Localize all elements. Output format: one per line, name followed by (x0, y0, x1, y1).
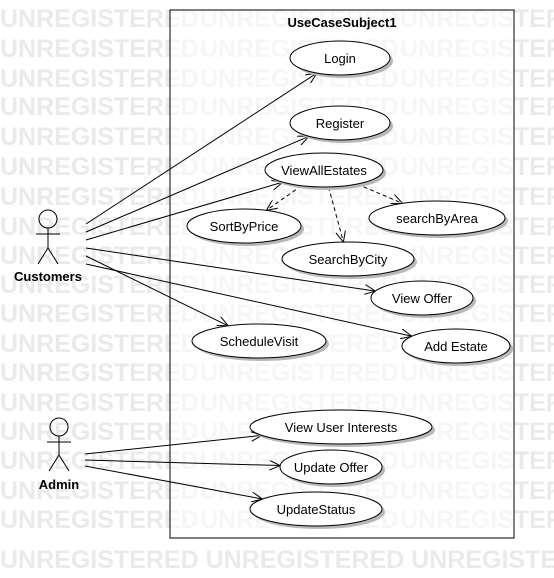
watermark-text: UNREGISTERED (0, 123, 199, 151)
usecase-login[interactable]: Login (289, 40, 393, 78)
usecase-searchbycity[interactable]: SearchByCity (281, 241, 417, 279)
subject-title: UseCaseSubject1 (287, 15, 396, 30)
association-admin-updateoffer (84, 459, 280, 466)
usecase-ellipse (289, 105, 391, 141)
usecase-viewuserinterests[interactable]: View User Interests (249, 409, 435, 447)
actor-customers[interactable]: Customers (14, 209, 82, 284)
watermark-text: UNREGISTERED (0, 65, 199, 93)
watermark-text: UNREGISTERED (0, 477, 199, 505)
watermark-text: UNREGISTERED (0, 35, 199, 63)
watermark-text: UNREGISTERED (0, 330, 199, 358)
watermark-text: UNREGISTERED (0, 5, 199, 33)
association-customers-schedulevisit (85, 255, 228, 326)
usecase-updatestatus[interactable]: UpdateStatus (249, 491, 385, 529)
usecase-sortbyprice[interactable]: SortByPrice (186, 208, 304, 246)
watermark-text: UNREGISTERED (0, 447, 199, 475)
usecase-label: SortByPrice (210, 219, 279, 234)
association-customers-login (85, 73, 317, 225)
watermark-text: UNREGISTERED (0, 153, 199, 181)
usecase-label: searchByArea (396, 211, 478, 226)
watermark-text: UNREGISTERED (0, 359, 199, 387)
usecase-label: SearchByCity (309, 252, 388, 267)
usecase-label: Register (316, 116, 365, 131)
watermark-text: UNREGISTERED UNREGISTERED UNREGISTE (0, 546, 554, 574)
usecase-label: Login (324, 51, 356, 66)
watermark-text: UNREGISTERED (0, 506, 199, 534)
usecase-ellipse (401, 328, 511, 364)
usecase-searchbyarea[interactable]: searchByArea (368, 200, 508, 238)
usecase-ellipse (249, 409, 433, 445)
watermark-text: UNREGISTERED (0, 271, 199, 299)
association-customers-addestate (85, 263, 412, 336)
usecase-label: View User Interests (285, 420, 398, 435)
usecase-ellipse (279, 449, 383, 485)
watermark-text: UNREGISTERED (0, 242, 199, 270)
usecase-ellipse (368, 200, 506, 236)
usecase-viewallestates[interactable]: ViewAllEstates (264, 152, 386, 190)
watermark-text: UNREGISTERED (0, 93, 199, 121)
usecase-updateoffer[interactable]: Update Offer (279, 449, 385, 487)
association-customers-register (85, 136, 309, 233)
usecase-label: ScheduleVisit (220, 334, 299, 349)
usecase-ellipse (264, 152, 384, 188)
usecase-ellipse (281, 241, 415, 277)
watermark-text: UNREGISTERED (0, 213, 199, 241)
usecase-ellipse (289, 40, 391, 76)
watermark-text: UNREGISTERED (0, 183, 199, 211)
dependency-viewallestates-searchbyarea (356, 183, 402, 203)
actor-label: Customers (14, 269, 82, 284)
dependency-viewallestates-sortbyprice (266, 185, 302, 211)
actor-admin[interactable]: Admin (39, 417, 80, 492)
usecase-ellipse (249, 491, 383, 527)
usecase-label: UpdateStatus (277, 502, 356, 517)
usecase-label: ViewAllEstates (281, 163, 367, 178)
usecase-addestate[interactable]: Add Estate (401, 328, 513, 366)
usecase-viewoffer[interactable]: View Offer (370, 280, 476, 318)
association-customers-viewoffer (85, 247, 375, 291)
usecase-ellipse (191, 323, 327, 359)
usecase-label: Add Estate (424, 339, 488, 354)
usecase-ellipse (370, 280, 474, 316)
usecase-label: View Offer (392, 291, 453, 306)
watermark-text: UNREGISTERED (0, 389, 199, 417)
usecase-label: Update Offer (294, 460, 369, 475)
association-customers-viewallestates (85, 182, 283, 241)
usecase-schedulevisit[interactable]: ScheduleVisit (191, 323, 329, 361)
association-admin-viewuserinterests (84, 435, 262, 455)
watermark-text: UNREGISTERED (0, 300, 199, 328)
actor-label: Admin (39, 477, 80, 492)
usecase-register[interactable]: Register (289, 105, 393, 143)
association-admin-updatestatus (84, 465, 263, 499)
watermark-text: UNREGISTERED (0, 418, 199, 446)
dependency-viewallestates-searchbycity (328, 186, 344, 242)
usecase-ellipse (186, 208, 302, 244)
